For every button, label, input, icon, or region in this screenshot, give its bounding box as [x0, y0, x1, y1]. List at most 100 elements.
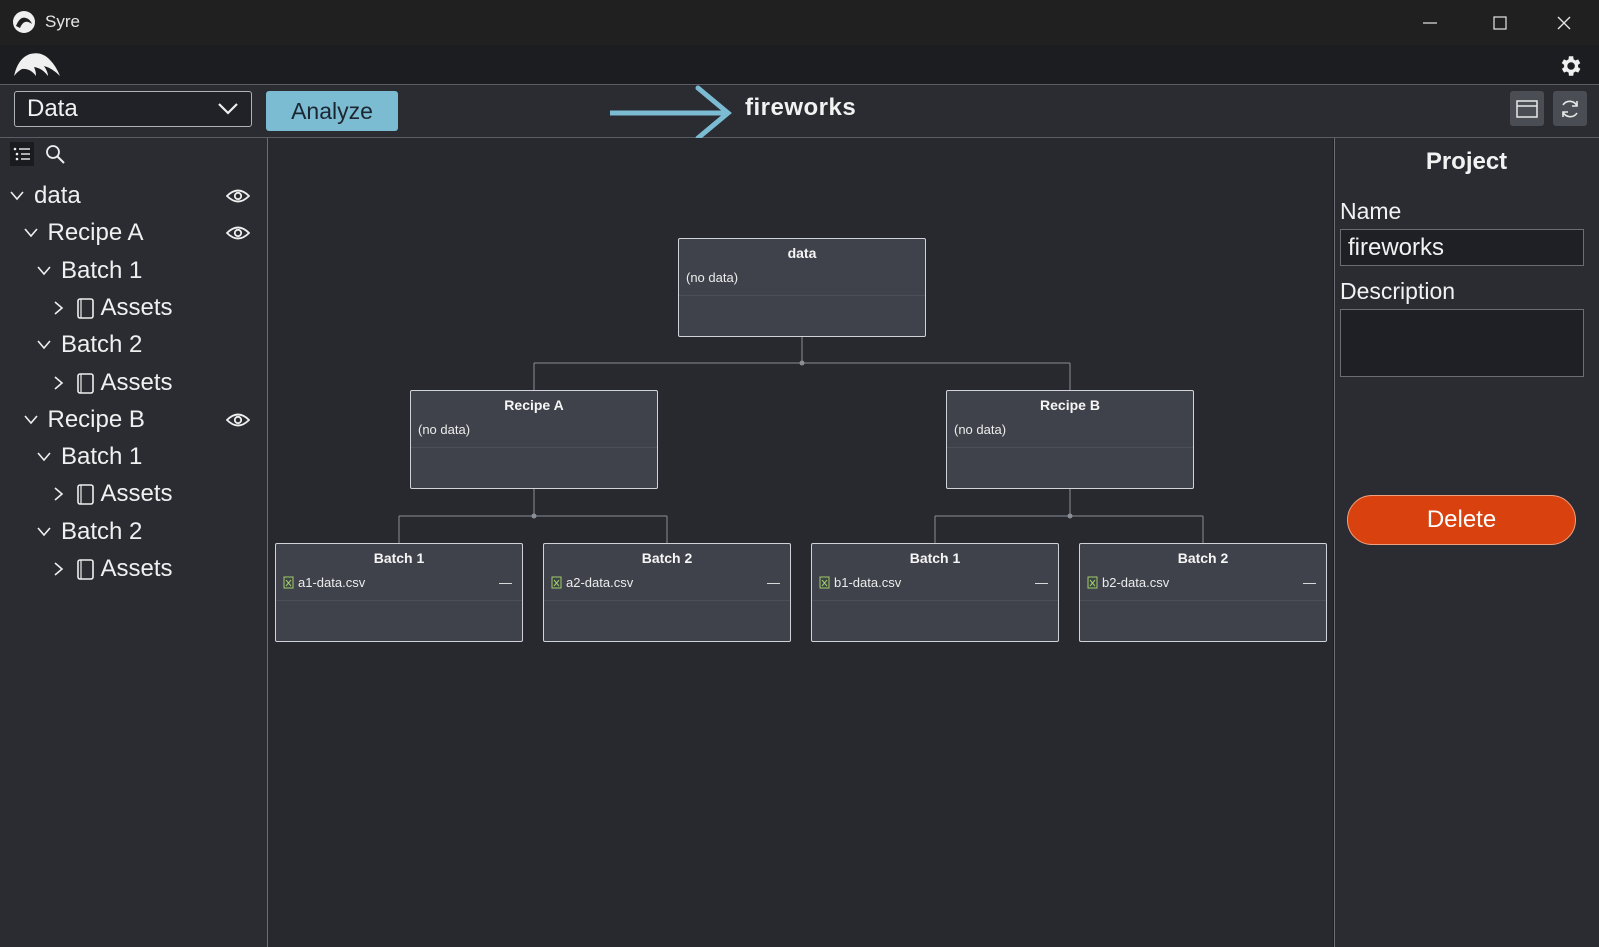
node-data-text: (no data) [679, 261, 925, 296]
panel-title: Project [1425, 148, 1508, 175]
gear-icon[interactable] [1557, 53, 1583, 79]
view-select[interactable]: Data [14, 91, 252, 127]
chevron-down-icon[interactable] [22, 227, 40, 239]
bird-logo-icon[interactable] [12, 50, 62, 78]
csv-file-icon [551, 576, 562, 589]
tree-item[interactable]: Assets [49, 365, 173, 401]
arrow-right-icon [610, 85, 732, 141]
node-data-text: (no data) [947, 413, 1193, 448]
tree-item-label: data [34, 182, 81, 209]
title-bar [0, 0, 1599, 45]
tree-item[interactable]: Batch 2 [35, 514, 142, 550]
node-asset-row: b1-data.csv — [812, 566, 1058, 601]
eye-icon[interactable] [225, 225, 251, 241]
graph-node[interactable]: Recipe A(no data) [410, 390, 658, 489]
remove-asset-button[interactable]: — [499, 575, 512, 590]
eye-icon[interactable] [225, 188, 251, 204]
tree-item[interactable]: data [8, 178, 81, 214]
chevron-down-icon[interactable] [35, 451, 53, 463]
panel-layout-icon [1516, 99, 1538, 118]
remove-asset-button[interactable]: — [1035, 575, 1048, 590]
project-description-input[interactable] [1340, 309, 1584, 377]
tree-item[interactable]: Batch 2 [35, 327, 142, 363]
graph-connectors [398, 337, 1204, 543]
close-icon [1557, 16, 1571, 29]
close-button[interactable] [1529, 0, 1599, 45]
remove-asset-button[interactable]: — [767, 575, 780, 590]
asset-file-icon [75, 557, 95, 581]
node-title: data [787, 245, 817, 261]
tree-item[interactable]: Recipe A [22, 215, 144, 251]
tree-item[interactable]: Batch 1 [35, 439, 142, 475]
tree-item-label: Recipe A [47, 219, 144, 247]
tree-item-label: Batch 1 [61, 443, 143, 471]
tree-item[interactable]: Assets [49, 476, 173, 512]
chevron-down-icon[interactable] [8, 190, 26, 202]
refresh-icon [1562, 100, 1578, 117]
connector-joint [799, 360, 805, 366]
tree-item-label: Assets [100, 293, 173, 321]
node-title: Batch 1 [909, 550, 961, 566]
minimize-icon [1423, 21, 1437, 24]
asset-file-name[interactable]: a1-data.csv [298, 575, 366, 590]
project-name-input[interactable] [1340, 229, 1584, 266]
app-bar [0, 45, 1599, 85]
graph-node[interactable]: Recipe B(no data) [946, 390, 1194, 489]
tree-item[interactable]: Recipe B [22, 402, 145, 438]
node-data-text: (no data) [411, 413, 657, 448]
tree-item[interactable]: Assets [49, 551, 173, 587]
csv-file-icon [283, 576, 294, 589]
tree-item[interactable]: Assets [49, 290, 173, 326]
search-icon[interactable] [44, 143, 66, 165]
node-title: Recipe B [1040, 397, 1100, 413]
chevron-down-icon[interactable] [22, 414, 40, 426]
chevron-right-icon[interactable] [49, 300, 67, 316]
tree-item-label: Batch 2 [61, 517, 143, 545]
tree-item-label: Batch 2 [61, 331, 143, 359]
chevron-down-icon[interactable] [35, 339, 53, 351]
asset-file-icon [75, 296, 95, 320]
graph-node[interactable]: data(no data) [678, 238, 926, 337]
name-label: Name [1340, 198, 1402, 224]
graph-node[interactable]: Batch 2 b2-data.csv — [1079, 543, 1327, 642]
maximize-icon [1493, 15, 1507, 30]
analyze-button[interactable]: Analyze [266, 91, 398, 131]
chevron-down-icon[interactable] [35, 526, 53, 538]
asset-file-icon [75, 371, 95, 395]
eye-icon[interactable] [225, 412, 251, 428]
tree-view-button[interactable] [10, 142, 34, 166]
graph-node[interactable]: Batch 2 a2-data.csv — [543, 543, 791, 642]
graph-node[interactable]: Batch 1 b1-data.csv — [811, 543, 1059, 642]
node-title: Batch 2 [641, 550, 693, 566]
csv-file-icon [1087, 576, 1098, 589]
chevron-right-icon[interactable] [49, 375, 67, 391]
csv-file-icon [819, 576, 830, 589]
chevron-right-icon[interactable] [49, 486, 67, 502]
connector-joint [531, 513, 537, 519]
app-logo-icon [13, 11, 35, 33]
asset-file-name[interactable]: b2-data.csv [1102, 575, 1170, 590]
node-title: Recipe A [504, 397, 564, 413]
project-name-heading: fireworks [745, 94, 857, 121]
node-asset-row: b2-data.csv — [1080, 566, 1326, 601]
layout-toggle-button[interactable] [1510, 91, 1544, 126]
chevron-down-icon[interactable] [35, 265, 53, 277]
asset-file-name[interactable]: a2-data.csv [566, 575, 634, 590]
window-title: Syre [45, 12, 80, 31]
tree-item-label: Assets [100, 555, 173, 582]
asset-file-name[interactable]: b1-data.csv [834, 575, 902, 590]
description-label: Description [1340, 278, 1456, 304]
remove-asset-button[interactable]: — [1303, 575, 1316, 590]
node-title: Batch 2 [1177, 550, 1229, 566]
chevron-right-icon[interactable] [49, 561, 67, 577]
minimize-button[interactable] [1395, 0, 1465, 45]
maximize-button[interactable] [1465, 0, 1535, 45]
delete-button[interactable]: Delete [1347, 495, 1576, 545]
asset-file-icon [75, 482, 95, 506]
tree-item[interactable]: Batch 1 [35, 253, 142, 289]
refresh-button[interactable] [1553, 91, 1587, 126]
tree-item-label: Assets [100, 368, 173, 396]
list-icon [13, 147, 30, 161]
connector-joint [1067, 513, 1073, 519]
